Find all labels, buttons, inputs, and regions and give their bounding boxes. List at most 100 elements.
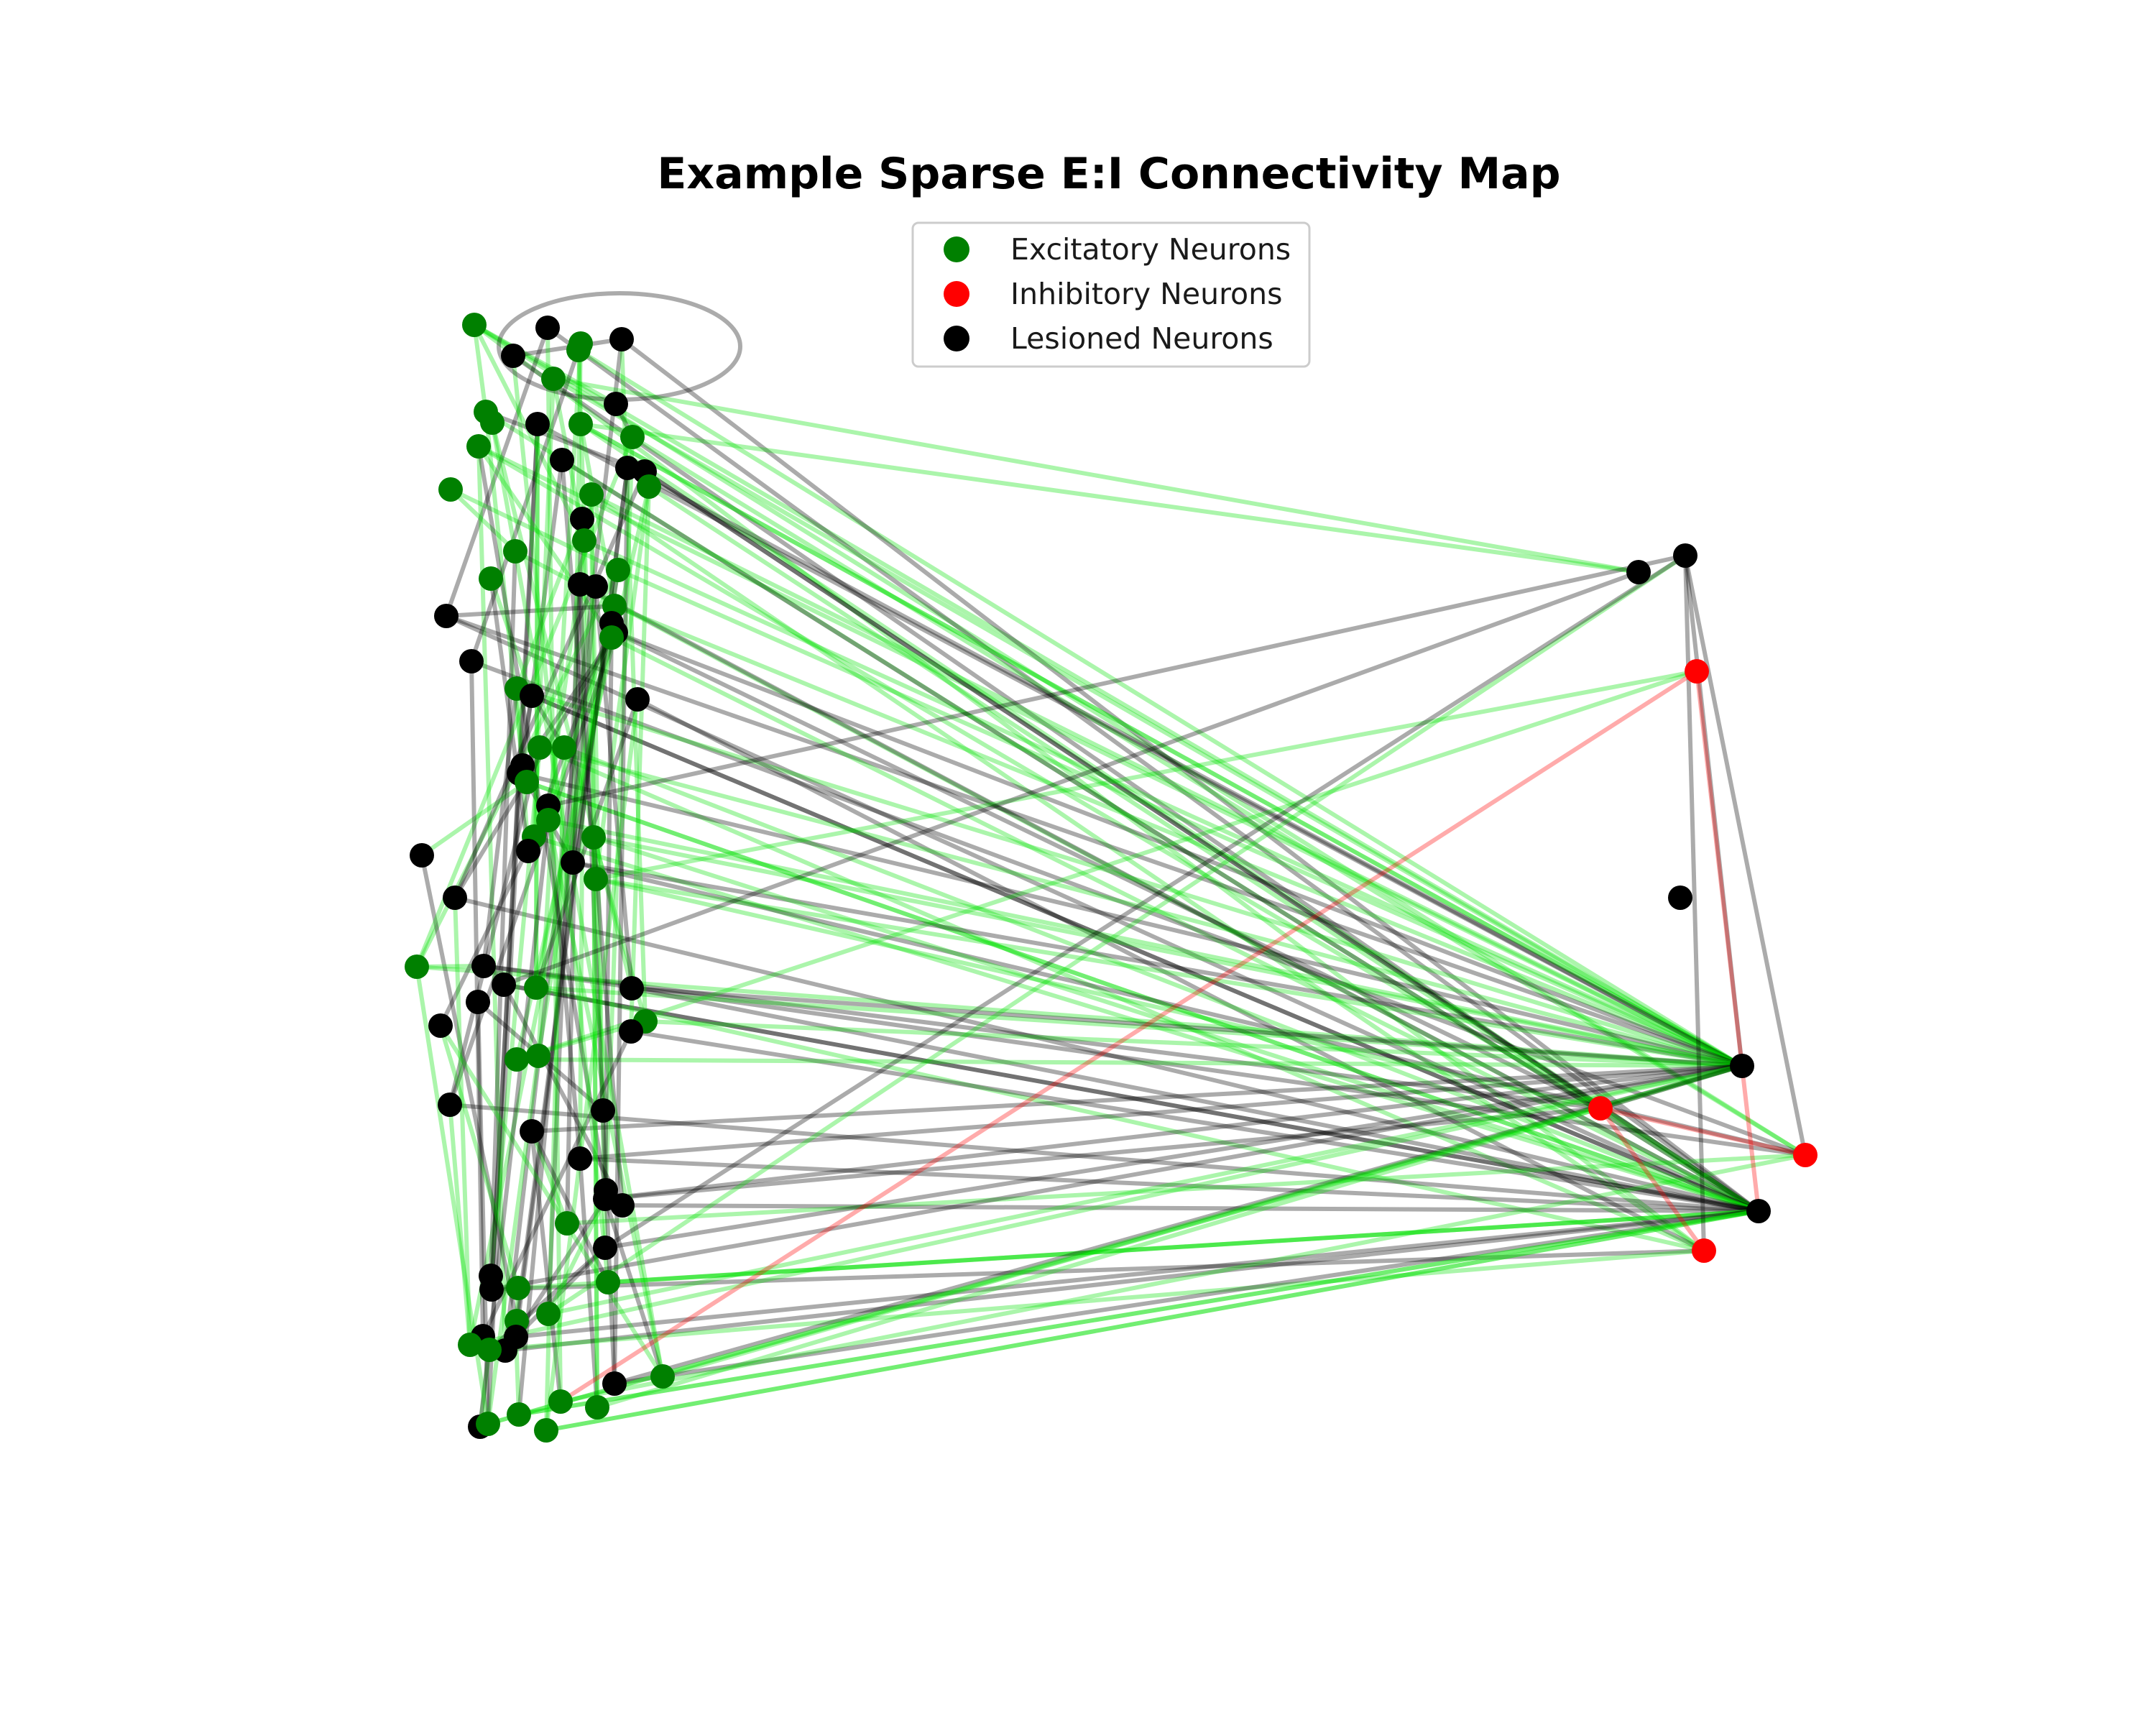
connection-edge-1 bbox=[472, 323, 1706, 1253]
connection-edge-76 bbox=[489, 1064, 1744, 1292]
connection-edge-0 bbox=[472, 323, 1744, 1068]
connection-edge-44 bbox=[546, 818, 1744, 1068]
connection-edge-8 bbox=[484, 410, 1761, 1213]
connection-edge-130 bbox=[489, 576, 534, 698]
connection-edge-207 bbox=[490, 420, 665, 1379]
connection-edge-94 bbox=[544, 1209, 1761, 1432]
connection-edge-125 bbox=[629, 484, 651, 1034]
connection-edge-86 bbox=[612, 1064, 1744, 1386]
lesioned-neuron-96 bbox=[1746, 1199, 1771, 1223]
legend-label-inhibitory: Inhibitory Neurons bbox=[1010, 277, 1282, 311]
connection-edge-14 bbox=[476, 444, 1603, 1110]
excitatory-neuron-54 bbox=[524, 975, 548, 1000]
lesioned-neuron-44 bbox=[516, 839, 540, 863]
lesioned-neuron-35 bbox=[625, 687, 650, 712]
excitatory-neuron-81 bbox=[650, 1364, 675, 1389]
connection-edge-116 bbox=[476, 444, 507, 1353]
connection-edge-169 bbox=[502, 983, 625, 1208]
connection-edge-224 bbox=[1598, 1106, 1706, 1253]
connection-edge-33 bbox=[469, 659, 1807, 1157]
lesioned-neuron-53 bbox=[466, 990, 490, 1014]
lesioned-neuron-93 bbox=[1730, 1054, 1754, 1078]
excitatory-neuron-37 bbox=[552, 735, 576, 760]
lesioned-neuron-4 bbox=[609, 327, 634, 351]
connection-edge-192 bbox=[514, 1246, 607, 1339]
excitatory-neuron-46 bbox=[581, 825, 606, 850]
connection-edge-53 bbox=[482, 964, 1807, 1157]
excitatory-neuron-68 bbox=[555, 1211, 579, 1236]
excitatory-neuron-86 bbox=[548, 1389, 573, 1414]
inhibitory-neuron-95 bbox=[1793, 1143, 1818, 1167]
excitatory-neuron-51 bbox=[405, 954, 429, 979]
connection-edge-221 bbox=[558, 669, 1699, 1404]
legend: Excitatory Neurons Inhibitory Neurons Le… bbox=[911, 221, 1311, 368]
excitatory-neuron-80 bbox=[477, 1338, 502, 1362]
lesioned-neuron-34 bbox=[520, 684, 544, 708]
connection-edge-193 bbox=[511, 354, 610, 1284]
lesioned-neuron-92 bbox=[1668, 886, 1692, 910]
connection-edge-10 bbox=[579, 422, 1761, 1213]
excitatory-neuron-14 bbox=[620, 425, 645, 449]
connection-edge-218 bbox=[502, 570, 1641, 987]
connection-edge-134 bbox=[517, 584, 598, 1417]
connection-edge-18 bbox=[642, 469, 1761, 1213]
connection-edge-87 bbox=[486, 1064, 1744, 1426]
connection-edge-155 bbox=[546, 818, 665, 1379]
connection-edge-64 bbox=[515, 1057, 1744, 1068]
connection-edge-163 bbox=[594, 669, 1699, 881]
connection-edge-118 bbox=[604, 435, 635, 1192]
connection-edge-101 bbox=[444, 326, 550, 618]
connection-edge-208 bbox=[438, 1024, 665, 1379]
excitatory-neuron-59 bbox=[526, 1044, 550, 1068]
connection-edge-80 bbox=[514, 1209, 1761, 1339]
lesioned-neuron-62 bbox=[591, 1098, 615, 1123]
connection-edge-210 bbox=[478, 818, 550, 1429]
connection-edge-133 bbox=[565, 582, 582, 1225]
connection-edge-34 bbox=[515, 686, 1744, 1068]
lesioned-neuron-82 bbox=[602, 1371, 627, 1396]
connection-edge-179 bbox=[515, 484, 651, 1062]
connection-edge-219 bbox=[603, 553, 1687, 1250]
connection-edge-37 bbox=[635, 697, 1706, 1253]
connection-edge-62 bbox=[643, 1019, 1744, 1068]
connection-edge-117 bbox=[560, 458, 598, 881]
connection-edge-83 bbox=[487, 1248, 1706, 1352]
connection-edge-36 bbox=[530, 694, 1761, 1213]
lesioned-neuron-64 bbox=[568, 1146, 592, 1171]
connection-edge-20 bbox=[589, 492, 1744, 1068]
chart-title: Example Sparse E:I Connectivity Map bbox=[657, 149, 1560, 199]
excitatory-neuron-42 bbox=[536, 808, 561, 832]
connection-edge-57 bbox=[502, 983, 1761, 1213]
excitatory-neuron-48 bbox=[584, 867, 608, 891]
excitatory-neuron-75 bbox=[536, 1302, 561, 1326]
connection-edge-195 bbox=[489, 771, 521, 1292]
connection-edge-185 bbox=[578, 1156, 599, 1409]
lesioned-neuron-58 bbox=[619, 1019, 643, 1044]
excitatory-neuron-70 bbox=[596, 1270, 620, 1294]
connection-edge-157 bbox=[532, 377, 556, 839]
lesioned-neuron-49 bbox=[443, 886, 467, 910]
connection-edge-183 bbox=[530, 1129, 610, 1284]
legend-marker-lesioned bbox=[944, 326, 969, 351]
connection-edge-25 bbox=[616, 568, 1744, 1068]
connection-edge-129 bbox=[448, 487, 517, 553]
lesioned-neuron-61 bbox=[438, 1092, 462, 1117]
lesioned-neuron-67 bbox=[610, 1193, 635, 1218]
connection-edge-140 bbox=[453, 630, 618, 900]
connection-edge-19 bbox=[642, 469, 1761, 1213]
connection-edge-220 bbox=[546, 553, 1687, 808]
connection-edge-13 bbox=[476, 444, 1744, 1068]
inhibitory-neuron-94 bbox=[1588, 1096, 1613, 1121]
lesioned-neuron-89 bbox=[1626, 560, 1651, 584]
connection-edge-90 bbox=[517, 1209, 1761, 1417]
lesioned-neuron-50 bbox=[471, 954, 496, 978]
excitatory-neuron-78 bbox=[458, 1333, 482, 1357]
excitatory-neuron-8 bbox=[480, 410, 505, 435]
connection-edge-70 bbox=[603, 1106, 1603, 1201]
connection-edge-4 bbox=[576, 348, 1744, 1068]
connection-edge-74 bbox=[606, 1209, 1761, 1284]
excitatory-neuron-3 bbox=[566, 338, 591, 362]
nodes-layer bbox=[405, 313, 1818, 1443]
legend-label-excitatory: Excitatory Neurons bbox=[1010, 232, 1291, 267]
excitatory-neuron-36 bbox=[528, 735, 552, 760]
